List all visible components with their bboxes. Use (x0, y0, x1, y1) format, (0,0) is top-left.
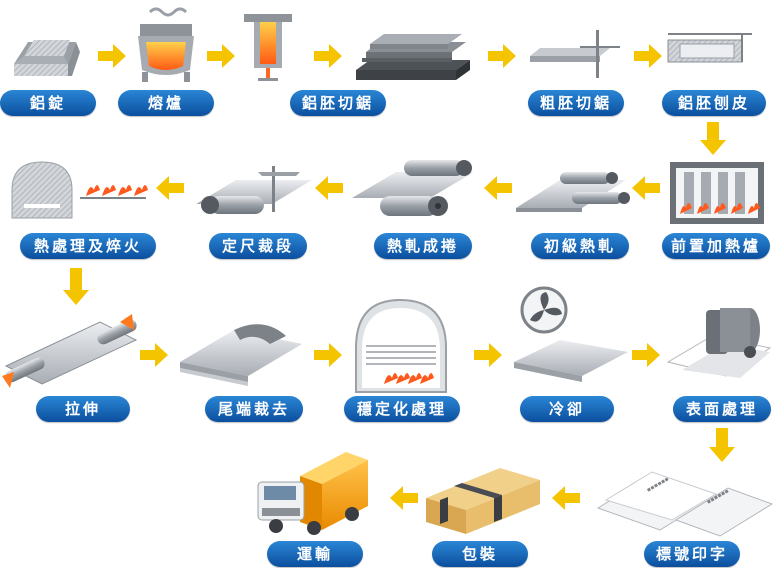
arrow-left-icon (156, 176, 184, 200)
arrow-right-icon (474, 343, 502, 367)
step-label-marking-printing: 標號印字 (644, 541, 740, 567)
cooling-fan-icon (514, 286, 628, 382)
step-label-end-trimming: 尾端裁去 (205, 396, 303, 422)
step-label-cooling: 冷卻 (520, 396, 614, 422)
step-label-stabilizing-treatment: 穩定化處理 (344, 396, 460, 422)
end-trim-icon (180, 324, 302, 386)
truck-icon (257, 452, 368, 535)
step-label-shipping: 運輸 (267, 541, 363, 567)
arrow-right-icon (632, 343, 660, 367)
rolling-mill-icon (516, 172, 630, 212)
step-label-rough-sawing: 粗胚切鋸 (528, 90, 624, 116)
step-label-slab-scalping: 鋁胚刨皮 (662, 90, 766, 116)
package-box-icon (426, 468, 540, 534)
flow-arrows (63, 44, 735, 510)
arrow-left-icon (552, 486, 580, 510)
arrow-right-icon (207, 44, 235, 68)
slab-stack-icon (356, 34, 470, 80)
arrow-down-icon (709, 428, 735, 462)
arrow-left-icon (484, 176, 512, 200)
surface-roller-icon (666, 308, 772, 378)
heat-treatment-icon (11, 161, 148, 219)
step-label-initial-hot-rolling: 初級熱軋 (531, 233, 629, 259)
step-label-packaging: 包裝 (432, 541, 528, 567)
step-label-stretching: 拉伸 (36, 396, 130, 422)
stretcher-icon (2, 314, 138, 388)
arrow-left-icon (315, 176, 343, 200)
arrow-right-icon (634, 44, 662, 68)
step-label-cut-to-length: 定尺裁段 (209, 233, 307, 259)
step-label-heat-treatment-quenching: 熱處理及焠火 (20, 233, 156, 259)
coil-rolling-icon (352, 160, 474, 216)
arrow-right-icon (140, 343, 168, 367)
furnace-pot-icon (138, 7, 194, 82)
arrow-right-icon (488, 44, 516, 68)
step-label-melting-furnace: 熔爐 (118, 90, 214, 116)
casting-mold-icon (244, 14, 292, 81)
arrow-right-icon (98, 44, 126, 68)
step-label-preheating-furnace: 前置加熱爐 (662, 233, 770, 259)
ingot-icon (14, 40, 80, 76)
arrow-down-icon (63, 268, 89, 305)
scalping-icon (667, 33, 752, 63)
arrow-down-icon (700, 122, 726, 155)
preheat-furnace-icon (670, 162, 764, 224)
arrow-right-icon (314, 44, 342, 68)
step-label-aluminum-ingot: 鋁錠 (0, 90, 96, 116)
arrow-left-icon (390, 486, 418, 510)
saw-blade-icon (530, 30, 620, 78)
step-label-slab-sawing: 鋁胚切鋸 (290, 90, 386, 116)
marked-sheets-icon: ▪▪▪▪▪▪ ▪▪▪▪▪▪ (596, 471, 774, 537)
cutter-icon (196, 166, 312, 214)
stabilizing-furnace-icon (355, 298, 447, 393)
arrow-left-icon (632, 176, 660, 200)
step-label-surface-treatment: 表面處理 (673, 396, 771, 422)
step-label-hot-rolling-coiling: 熱軋成捲 (374, 233, 472, 259)
arrow-right-icon (314, 343, 342, 367)
